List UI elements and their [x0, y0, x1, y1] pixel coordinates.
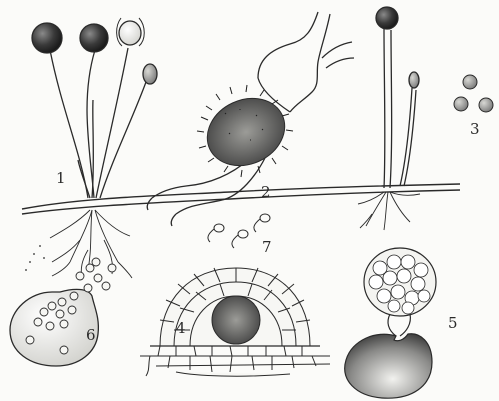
figure-4-section	[140, 268, 330, 376]
figure-5-label: 5	[448, 314, 458, 332]
figure-right-sporangiophore	[376, 7, 419, 188]
rhizoids-right	[358, 192, 420, 230]
figure-7-zoospores	[208, 214, 270, 248]
figure-7-label: 7	[262, 238, 272, 256]
figure-3-spores	[454, 75, 493, 112]
figure-2-label: 2	[261, 183, 271, 201]
rhizoid-dots	[25, 245, 45, 271]
stolon-hypha	[22, 184, 460, 214]
figure-3-label: 3	[470, 120, 480, 138]
figure-1-sporangiophores	[32, 18, 157, 198]
figure-6-label: 6	[86, 326, 96, 344]
figure-4-label: 4	[176, 319, 186, 337]
figure-1-label: 1	[56, 169, 66, 187]
